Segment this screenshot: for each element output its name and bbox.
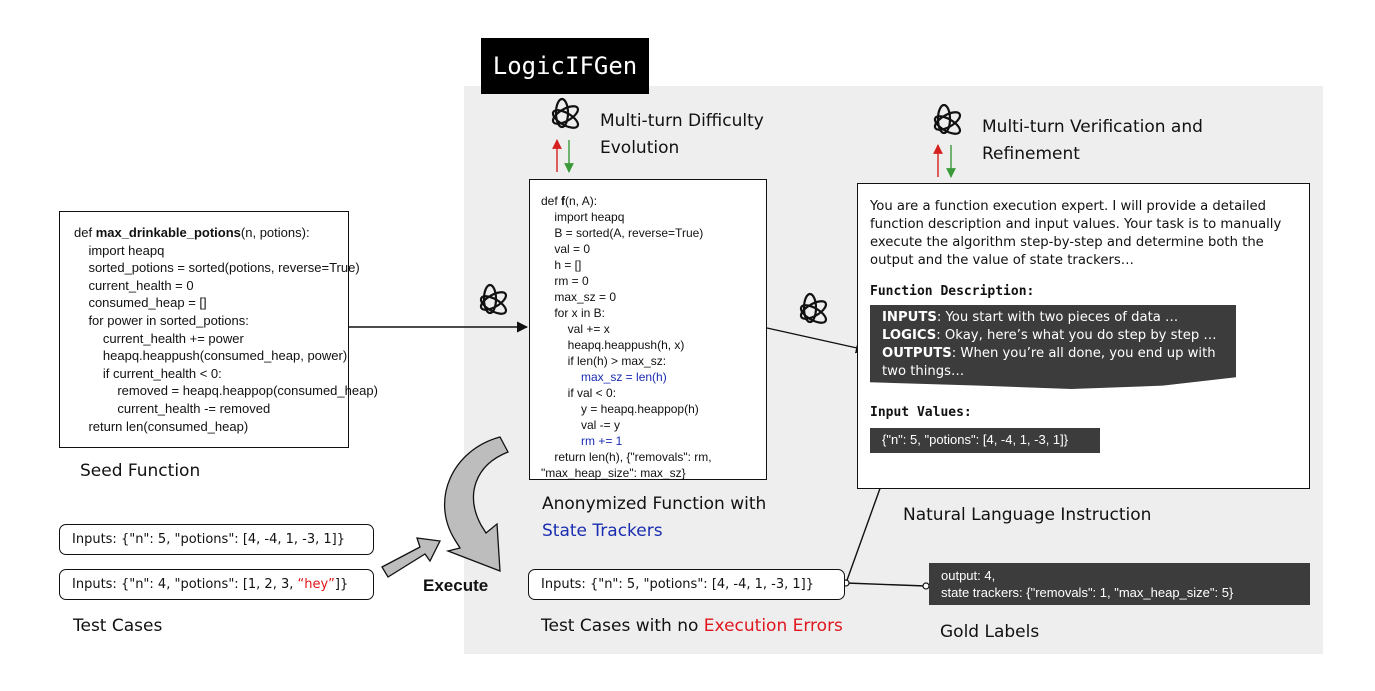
seed-function-box: def max_drinkable_potions(n, potions): i…	[59, 211, 378, 448]
execute-block-arrow	[381, 537, 441, 578]
case-to-gold-connector	[845, 582, 927, 587]
instruction-box: You are a function execution expert. I w…	[857, 183, 1310, 489]
evolution-label: Multi-turn Difficulty Evolution	[600, 111, 764, 158]
seed-caption: Seed Function	[80, 461, 201, 481]
seed-line: sorted_potions = sorted(potions, reverse…	[74, 260, 360, 276]
seed-line: consumed_heap = []	[74, 295, 207, 311]
seed-line: return len(consumed_heap)	[74, 418, 249, 434]
seed-line: if current_health < 0:	[74, 365, 222, 381]
anon-line: max_sz = len(h)	[541, 370, 667, 384]
anon-caption: Anonymized Function with State Trackers	[542, 494, 767, 541]
input-values-header: Input Values:	[870, 405, 972, 420]
seed-line: heapq.heappush(consumed_heap, power)	[74, 348, 348, 364]
test-case-2: Inputs: {"n": 4, "potions": [1, 2, 3, “h…	[59, 569, 374, 600]
logicifgen-title: LogicIFGen	[481, 38, 649, 94]
test-cases-caption: Test Cases	[73, 616, 163, 636]
seed-line: current_health = 0	[74, 277, 194, 293]
anon-line: heapq.heappush(h, x)	[541, 338, 685, 352]
seed-def-line: def max_drinkable_potions(n, potions):	[74, 225, 310, 240]
seed-line: current_health -= removed	[74, 400, 271, 416]
seed-line: for power in sorted_potions:	[74, 312, 249, 328]
anon-line: val += x	[541, 322, 610, 336]
anon-line: if val < 0:	[541, 386, 617, 400]
anon-line: val = 0	[541, 242, 591, 256]
function-description-box: INPUTS: You start with two pieces of dat…	[870, 305, 1236, 389]
instruction-caption: Natural Language Instruction	[903, 505, 1152, 525]
seed-line: current_health += power	[74, 330, 244, 346]
gold-labels-box: output: 4, state trackers: {"removals": …	[929, 563, 1310, 605]
anon-line: h = []	[541, 258, 582, 272]
anon-line: "max_heap_size": max_sz}	[541, 466, 686, 480]
anon-line: max_sz = 0	[541, 290, 617, 304]
test-case-1: Inputs: {"n": 5, "potions": [4, -4, 1, -…	[59, 524, 374, 555]
anon-line: B = sorted(A, reverse=True)	[541, 226, 704, 240]
openai-logo-icon	[551, 97, 580, 129]
valid-test-case: Inputs: {"n": 5, "potions": [4, -4, 1, -…	[528, 569, 845, 600]
anon-to-instruction-arrow	[766, 327, 868, 354]
anon-line: import heapq	[541, 210, 625, 224]
valid-cases-caption: Test Cases with no Execution Errors	[541, 616, 843, 636]
execute-label: Execute	[423, 576, 489, 595]
input-values-box: {"n": 5, "potions": [4, -4, 1, -3, 1]}	[870, 428, 1101, 453]
function-description-header: Function Description:	[870, 284, 1035, 299]
seed-line: import heapq	[74, 242, 165, 258]
anon-line: y = heapq.heappop(h)	[541, 402, 699, 416]
openai-logo-icon	[799, 292, 828, 324]
openai-logo-icon	[479, 283, 508, 315]
gold-labels-caption: Gold Labels	[940, 622, 1040, 642]
verification-label: Multi-turn Verification and Refinement	[982, 117, 1203, 164]
seed-line: removed = heapq.heappop(consumed_heap)	[74, 383, 378, 399]
anon-line: return len(h), {"removals": rm,	[541, 450, 712, 464]
anon-function-box: def f(n, A): import heapq B = sorted(A, …	[529, 179, 767, 480]
anon-line: if len(h) > max_sz:	[541, 354, 667, 368]
openai-logo-icon	[933, 103, 962, 135]
anon-line: rm += 1	[541, 434, 623, 448]
execute-curved-arrow	[444, 436, 509, 572]
anon-line: rm = 0	[541, 274, 589, 288]
anon-line: val -= y	[541, 418, 621, 432]
anon-line: for x in B:	[541, 306, 606, 320]
anon-def-line: def f(n, A):	[541, 194, 598, 208]
instruction-intro: You are a function execution expert. I w…	[870, 199, 1282, 268]
